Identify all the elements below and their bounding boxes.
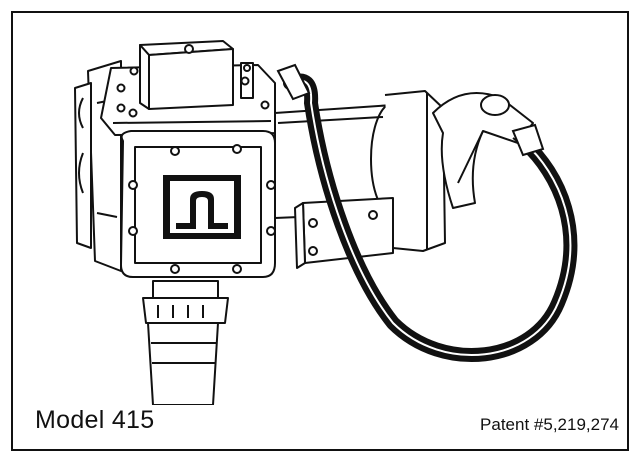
document-frame: Model 415 Patent #5,219,274 (11, 11, 629, 451)
model-caption: Model 415 (35, 406, 155, 434)
patent-caption: Patent #5,219,274 (480, 415, 619, 434)
pulse-logo-icon (163, 175, 241, 239)
switch-box (294, 197, 394, 269)
top-cap (139, 40, 254, 110)
suction-column (142, 280, 229, 405)
body-bolts (116, 66, 270, 118)
nozzle (432, 92, 534, 209)
pump-illustration (74, 40, 578, 405)
motor-housing (274, 90, 446, 252)
delivery-hose (276, 63, 578, 363)
